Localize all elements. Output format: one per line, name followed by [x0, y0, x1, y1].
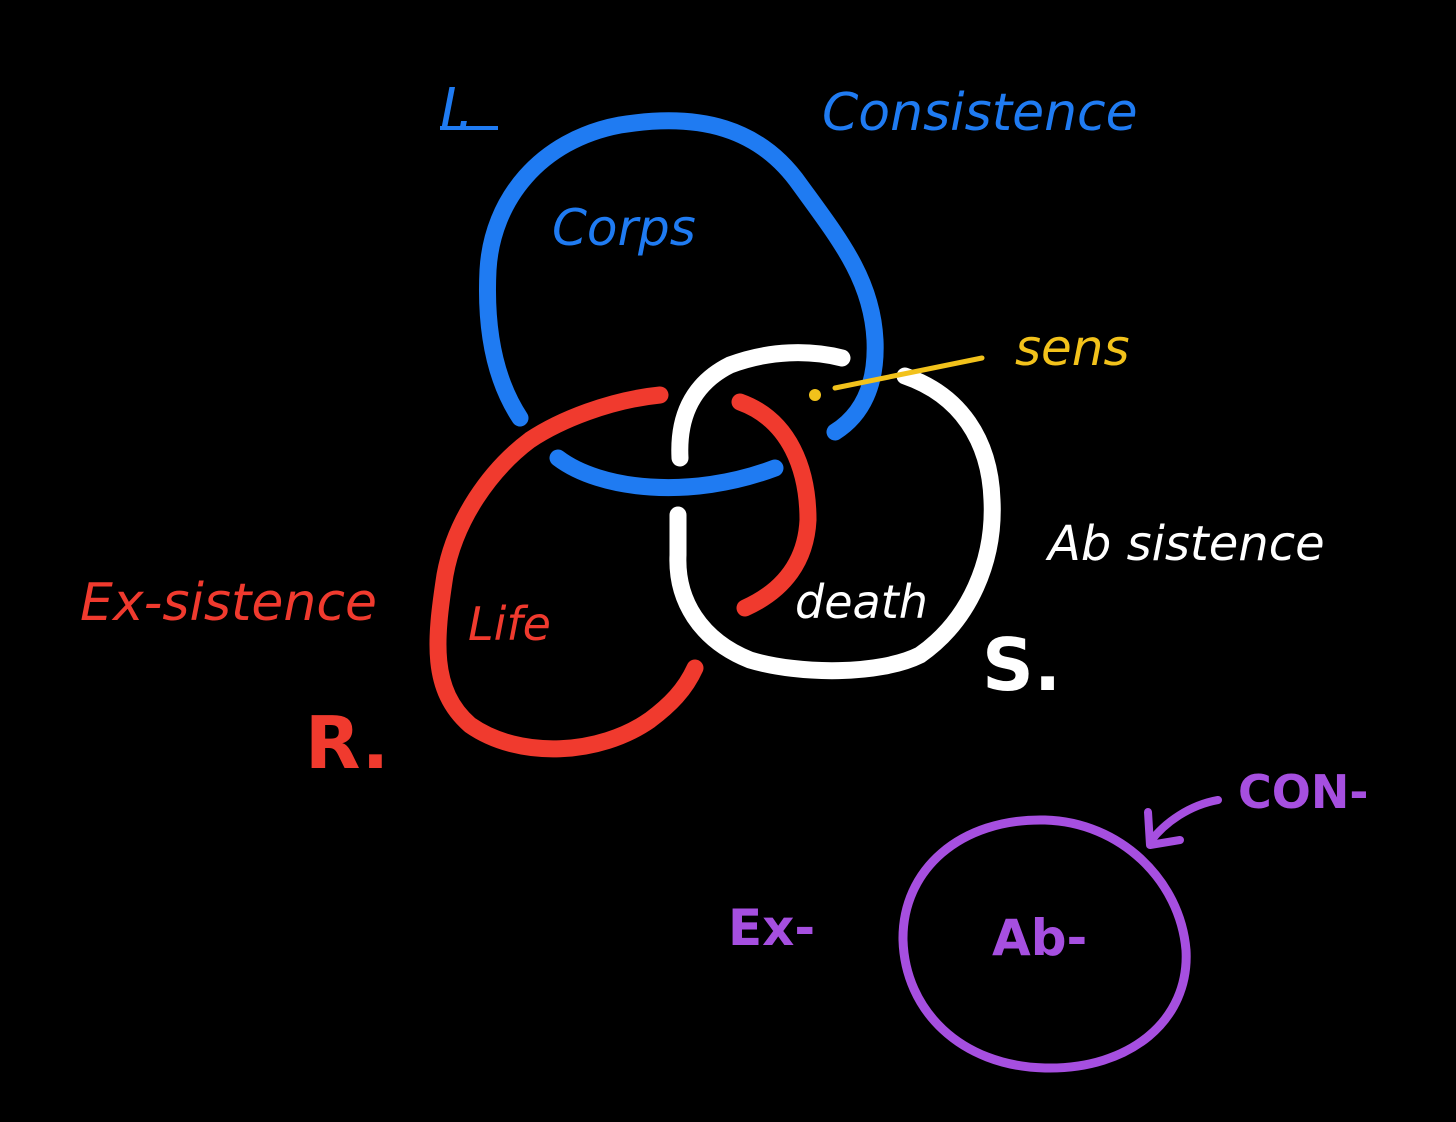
- symbolic-ring-upper-arc: [671, 344, 851, 467]
- exsistence-label: Ex-sistence: [80, 573, 377, 633]
- corps-label: Corps: [552, 199, 696, 257]
- sens-label: sens: [1015, 319, 1130, 377]
- imaginary-ring-lower-arc: [549, 449, 784, 497]
- real-ring: [429, 386, 704, 758]
- sens-point: [809, 389, 821, 401]
- life-label: Life: [468, 597, 551, 651]
- con-prefix-label: CON-: [1238, 765, 1368, 819]
- purple-arrow: [1146, 796, 1222, 846]
- purple-ring: [898, 815, 1191, 1073]
- absistence-label: Ab sistence: [1045, 516, 1325, 572]
- ex-prefix-label: Ex-: [728, 899, 815, 957]
- ab-prefix-label: Ab-: [992, 909, 1087, 967]
- real-mark: R.: [305, 701, 389, 785]
- imaginary-ring: [479, 112, 884, 441]
- real-ring-inner-arc: [731, 393, 817, 617]
- symbolic-ring: [669, 367, 1001, 680]
- consistence-label: Consistence: [822, 83, 1138, 143]
- arrow-head-icon: [1144, 808, 1184, 849]
- symbolic-mark: S.: [982, 623, 1061, 707]
- death-label: death: [795, 575, 928, 629]
- imaginary-mark: I.: [440, 77, 474, 142]
- sens-pointer-line: [832, 355, 985, 391]
